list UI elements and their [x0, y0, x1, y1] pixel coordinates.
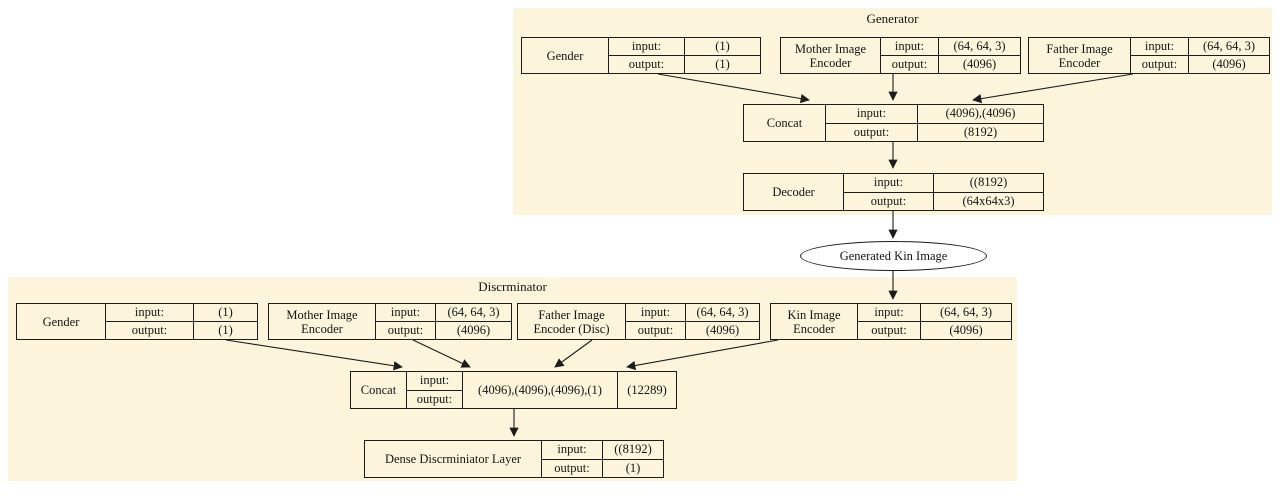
discriminator-cluster-title: Discrminator: [478, 279, 547, 294]
disc-father-encoder-output-shape: (4096): [705, 323, 740, 337]
input-key: input:: [826, 105, 917, 124]
gen-concat-label: Concat: [744, 105, 826, 141]
input-key: input:: [1131, 38, 1188, 56]
gen-father-encoder-label: Father Image Encoder: [1029, 38, 1131, 73]
disc-gender-output-shape: (1): [218, 323, 233, 337]
generated-kin-image-label: Generated Kin Image: [839, 248, 948, 263]
disc-dense-output-shape: (1): [625, 460, 641, 475]
input-key: input:: [844, 174, 933, 193]
disc-mother-encoder-input-shape: (64, 64, 3): [436, 304, 511, 322]
disc-mother-encoder-node: Mother Image Encoder input: output: (64,…: [268, 303, 512, 340]
input-key: input:: [542, 441, 602, 460]
gen-gender-node: Gender input: output: (1) (1): [521, 37, 761, 74]
gen-gender-input-shape: (1): [685, 38, 760, 56]
gen-mother-encoder-input-shape: (64, 64, 3): [939, 38, 1020, 56]
generator-cluster-title: Generator: [866, 11, 919, 26]
input-key: input:: [626, 304, 685, 322]
gen-father-encoder-input-shape: (64, 64, 3): [1189, 38, 1269, 56]
disc-dense-label: Dense Discrminiator Layer: [365, 441, 542, 477]
input-key: input:: [407, 372, 462, 391]
disc-gender-label: Gender: [17, 304, 106, 339]
output-key: output:: [891, 57, 928, 71]
generated-kin-image-node: Generated Kin Image: [800, 241, 987, 271]
gen-decoder-label: Decoder: [744, 174, 844, 210]
output-key: output:: [870, 193, 907, 208]
disc-kin-encoder-node: Kin Image Encoder input: output: (64, 64…: [770, 303, 1012, 340]
disc-mother-encoder-output-shape: (4096): [456, 323, 491, 337]
gen-concat-node: Concat input: output: (4096),(4096) (819…: [743, 104, 1044, 142]
output-key: output:: [387, 323, 424, 337]
output-key: output:: [416, 391, 453, 406]
gen-gender-label: Gender: [522, 38, 609, 73]
gen-gender-output-shape: (1): [715, 57, 730, 71]
gen-father-encoder-output-shape: (4096): [1212, 57, 1246, 71]
output-key: output:: [637, 323, 674, 337]
output-key: output:: [853, 124, 890, 139]
disc-gender-node: Gender input: output: (1) (1): [16, 303, 258, 340]
disc-kin-encoder-input-shape: (64, 64, 3): [921, 304, 1011, 322]
input-key: input:: [858, 304, 920, 322]
output-key: output:: [1141, 57, 1178, 71]
gen-mother-encoder-label: Mother Image Encoder: [781, 38, 881, 73]
disc-concat-merged-input-shape: (4096),(4096),(4096),(1): [463, 372, 618, 408]
output-key: output:: [871, 323, 907, 337]
gen-mother-encoder-output-shape: (4096): [962, 57, 997, 71]
gen-mother-encoder-node: Mother Image Encoder input: output: (64,…: [780, 37, 1021, 74]
gen-decoder-output-shape: (64x64x3): [962, 193, 1015, 208]
disc-kin-encoder-output-shape: (4096): [949, 323, 983, 337]
output-key: output:: [131, 323, 168, 337]
gen-decoder-input-shape: ((8192): [934, 174, 1043, 193]
disc-father-encoder-label: Father Image Encoder (Disc): [518, 304, 626, 339]
input-key: input:: [376, 304, 435, 322]
disc-kin-encoder-label: Kin Image Encoder: [771, 304, 858, 339]
disc-dense-node: Dense Discrminiator Layer input: output:…: [364, 440, 664, 478]
gen-concat-output-shape: (8192): [963, 124, 998, 139]
disc-mother-encoder-label: Mother Image Encoder: [269, 304, 376, 339]
disc-concat-node: Concat input: output: (4096),(4096),(409…: [350, 371, 677, 409]
output-key: output:: [628, 57, 665, 71]
output-key: output:: [554, 460, 590, 475]
disc-concat-merged-output-shape: (12289): [627, 382, 667, 397]
input-key: input:: [881, 38, 938, 56]
gen-father-encoder-node: Father Image Encoder input: output: (64,…: [1028, 37, 1270, 74]
input-key: input:: [106, 304, 193, 322]
disc-gender-input-shape: (1): [194, 304, 257, 322]
disc-dense-input-shape: ((8192): [603, 441, 663, 460]
disc-father-encoder-input-shape: (64, 64, 3): [686, 304, 759, 322]
gen-decoder-node: Decoder input: output: ((8192) (64x64x3): [743, 173, 1044, 211]
disc-father-encoder-node: Father Image Encoder (Disc) input: outpu…: [517, 303, 760, 340]
input-key: input:: [609, 38, 684, 56]
gen-concat-input-shape: (4096),(4096): [918, 105, 1043, 124]
disc-concat-label: Concat: [351, 372, 407, 408]
